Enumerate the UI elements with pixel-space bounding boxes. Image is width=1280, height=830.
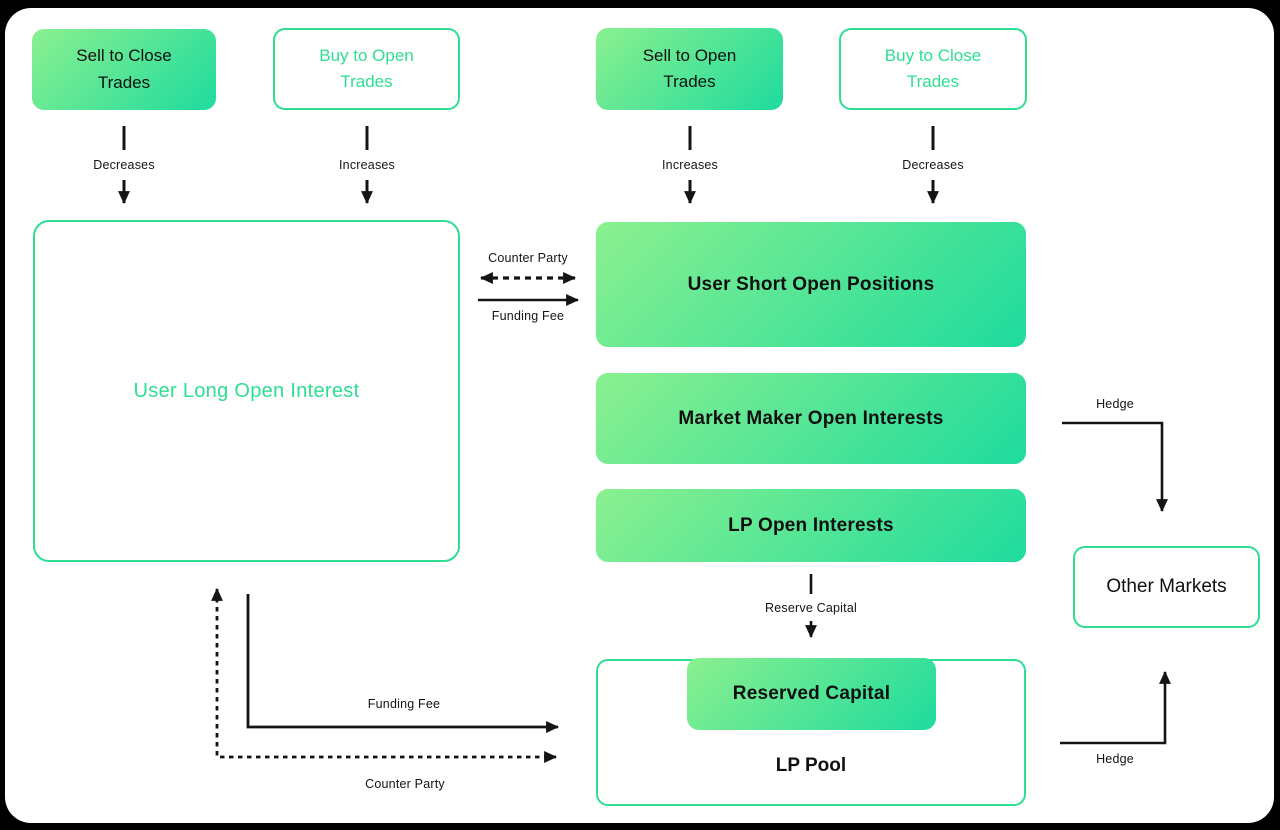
label-counter-party-mid: Counter Party	[488, 251, 568, 265]
label-counter-party-bottom: Counter Party	[365, 777, 445, 791]
label-decreases-left: Decreases	[93, 158, 155, 172]
node-buy-to-open-trades: Buy to Open Trades	[273, 28, 460, 110]
node-other-markets: Other Markets	[1073, 546, 1260, 628]
node-sell-to-open-trades: Sell to Open Trades	[596, 28, 783, 110]
label-increases-right: Increases	[662, 158, 718, 172]
label-funding-fee-bottom: Funding Fee	[367, 697, 441, 711]
node-user-long-open-interest: User Long Open Interest	[33, 220, 460, 562]
label-reserve-capital: Reserve Capital	[765, 601, 857, 615]
node-market-maker-open-interests: Market Maker Open Interests	[596, 373, 1026, 464]
label-hedge-bottom: Hedge	[1096, 752, 1134, 766]
node-lp-open-interests: LP Open Interests	[596, 489, 1026, 562]
node-user-short-open-positions: User Short Open Positions	[596, 222, 1026, 347]
label-funding-fee-mid: Funding Fee	[491, 309, 565, 323]
node-reserved-capital: Reserved Capital	[687, 658, 936, 730]
label-increases-left: Increases	[339, 158, 395, 172]
label-hedge-top: Hedge	[1096, 397, 1134, 411]
node-buy-to-close-trades: Buy to Close Trades	[839, 28, 1027, 110]
label-decreases-right: Decreases	[902, 158, 964, 172]
node-sell-to-close-trades: Sell to Close Trades	[32, 29, 216, 110]
